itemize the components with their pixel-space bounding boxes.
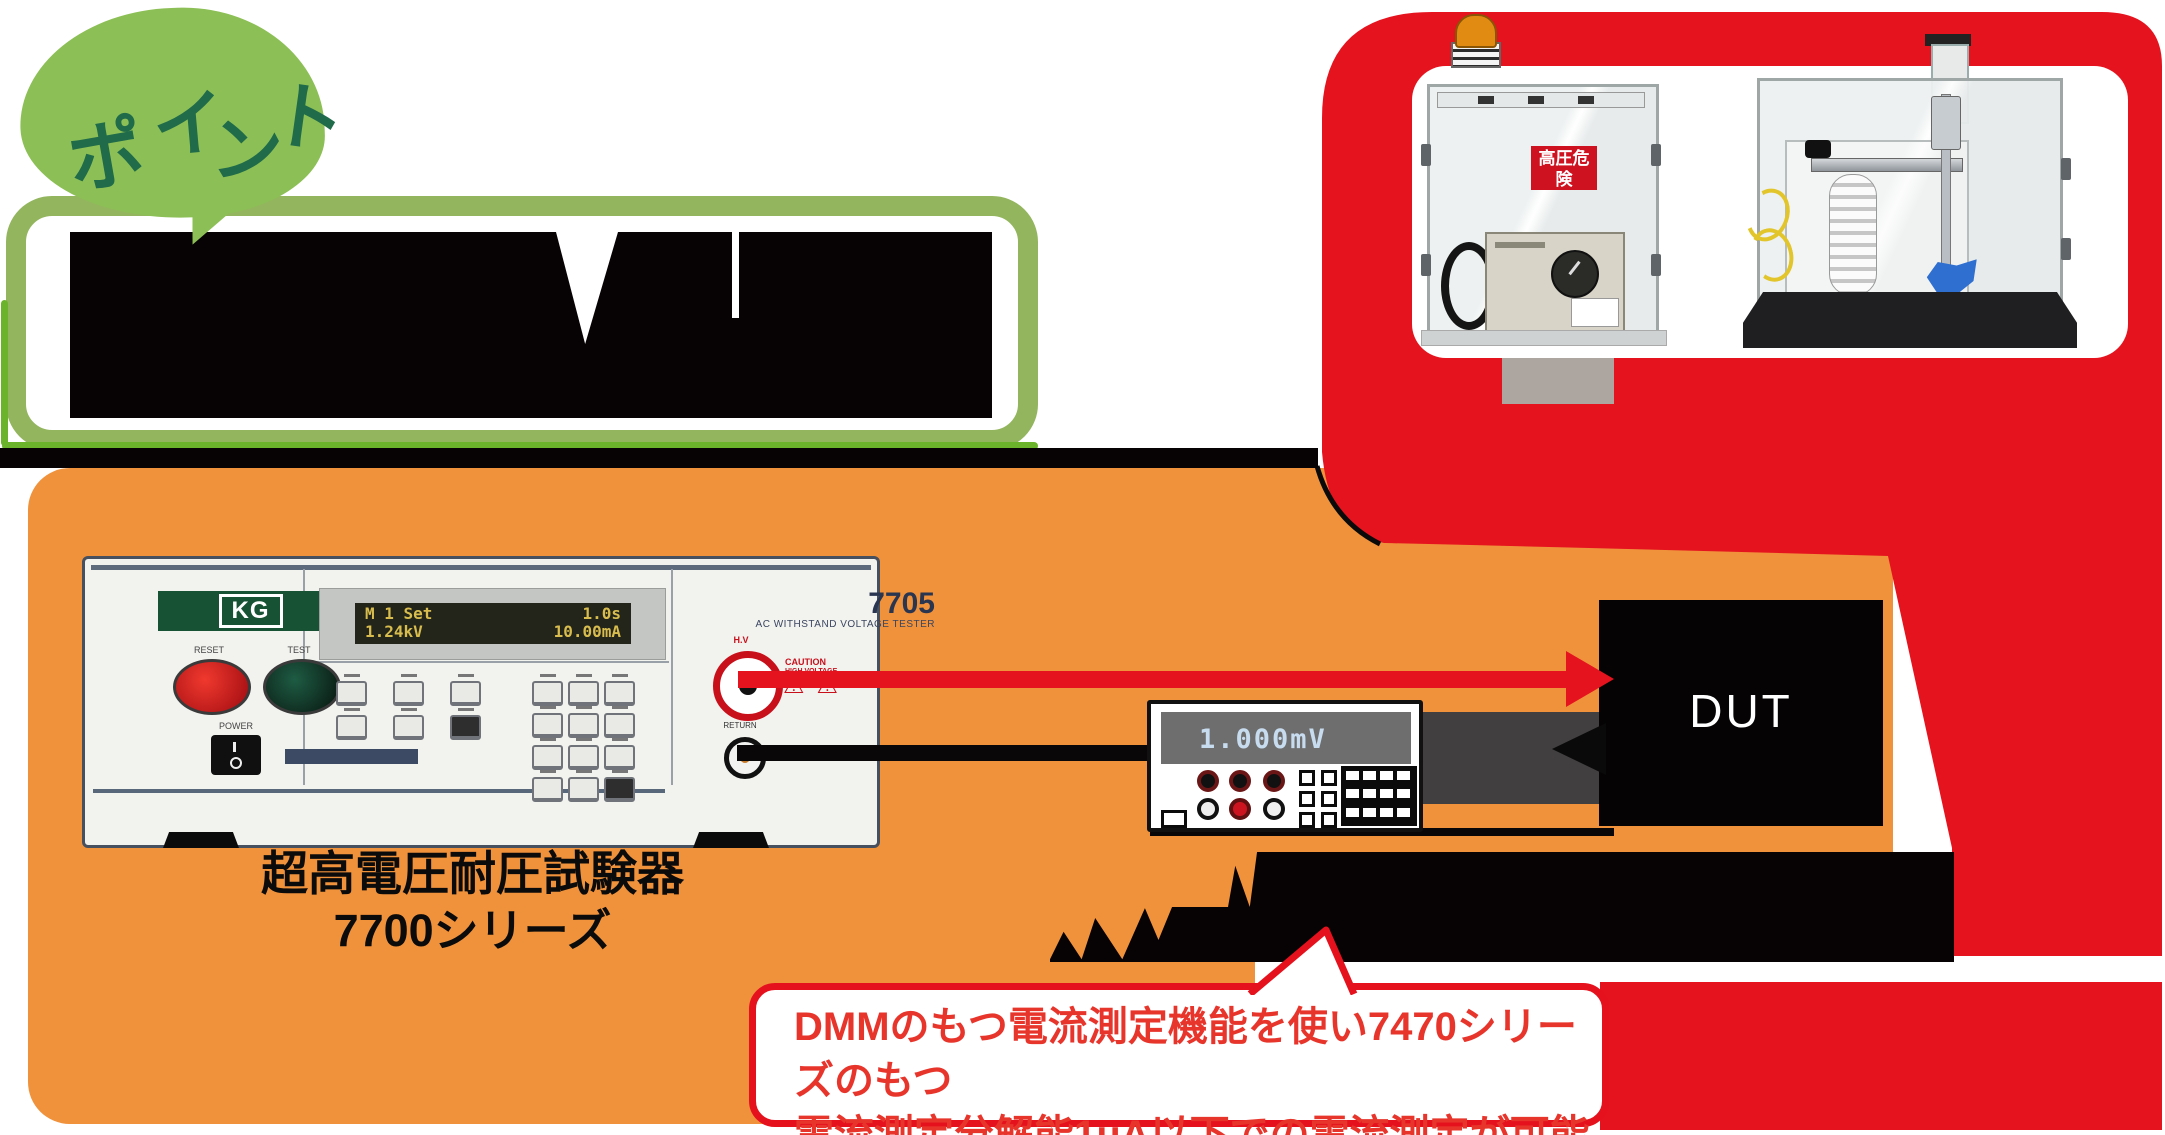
reset-button <box>173 659 251 715</box>
headline-glyph-notch <box>556 232 618 344</box>
power-switch-label: POWER <box>218 721 253 731</box>
dmm-switch <box>1161 810 1187 828</box>
hv-test-lead <box>738 671 1568 688</box>
redacted-note-line1 <box>1228 852 1954 907</box>
bubble-line2: 電流測定分解能1μA以下での電流測定が可能です。 <box>794 1113 1590 1135</box>
acrylic-chamber-photo-left: 高圧危険 <box>1421 14 1667 356</box>
frame-accent-left <box>1 300 8 446</box>
clip-icon <box>1578 96 1594 104</box>
chamber-base-plate <box>1743 292 2077 348</box>
hinge-icon <box>1421 254 1431 276</box>
tester-foot <box>693 832 769 848</box>
corrugated-insulator <box>1829 174 1877 296</box>
return-lead-arrow-icon <box>1552 723 1606 775</box>
lcd-time: 1.0s <box>582 604 621 623</box>
badge-char: ポ <box>61 108 152 206</box>
controller-label-bar <box>1495 242 1545 248</box>
return-test-lead <box>737 745 1147 761</box>
hinge-icon <box>2061 238 2071 260</box>
red-bottom-block <box>1600 982 2162 1130</box>
dut-block: DUT <box>1599 600 1883 826</box>
dut-label: DUT <box>1689 685 1793 737</box>
dmm-terminal <box>1229 798 1251 820</box>
metal-arm <box>1811 158 1963 172</box>
numeric-keypad <box>532 681 635 802</box>
withstand-voltage-tester: KG RESET TEST POWER M 1 Set 1.0s 1.24kV 10… <box>82 556 935 848</box>
clip-icon <box>1528 96 1544 104</box>
dmm-device: 1.000mV <box>1147 700 1423 832</box>
press-head <box>1931 96 1961 150</box>
clip-icon <box>1478 96 1494 104</box>
electrode-rail <box>1437 92 1645 108</box>
model-subtitle: AC WITHSTAND VOLTAGE TESTER <box>755 619 935 630</box>
tester-caption: 超高電圧耐圧試験器 7700シリーズ <box>250 848 695 956</box>
hinge-icon <box>1651 254 1661 276</box>
lcd-bezel: M 1 Set 1.0s 1.24kV 10.00mA <box>319 588 666 660</box>
bubble-line1: DMMのもつ電流測定機能を使い7470シリーズのもつ <box>794 1005 1577 1103</box>
redacted-note-line2 <box>1050 907 1954 962</box>
headline-glyph-gap <box>732 232 739 318</box>
photo-shadow <box>1502 356 1614 404</box>
arm-knob <box>1805 140 1831 158</box>
redacted-subheadline-strip <box>0 448 1318 468</box>
hv-terminal-label: H.V <box>733 635 749 645</box>
lcd-mode: M 1 Set <box>365 604 433 623</box>
kg-logo: KG <box>158 591 343 631</box>
dmm-terminal <box>1197 798 1219 820</box>
spec-sticker <box>1571 298 1619 327</box>
hinge-icon <box>1421 144 1431 166</box>
power-off-mark <box>230 757 242 769</box>
speech-bubble: DMMのもつ電流測定機能を使い7470シリーズのもつ 電流測定分解能1μA以下で… <box>749 983 1609 1135</box>
controller-dial <box>1551 250 1599 298</box>
tester-foot <box>163 832 239 848</box>
panel-divider <box>671 569 673 785</box>
return-terminal-label: RETURN <box>723 721 757 730</box>
dmm-display: 1.000mV <box>1161 712 1411 764</box>
dmm-keypad <box>1341 766 1417 826</box>
controller-unit <box>1485 232 1625 332</box>
model-number: 7705 <box>868 587 935 620</box>
high-voltage-sign: 高圧危険 <box>1531 146 1597 190</box>
lcd-screen: M 1 Set 1.0s 1.24kV 10.00mA <box>355 603 631 644</box>
hinge-icon <box>1651 144 1661 166</box>
chamber-base <box>1421 330 1667 346</box>
dmm-terminal <box>1263 770 1285 792</box>
test-button <box>263 659 341 715</box>
caption-line2: 7700シリーズ <box>333 905 612 956</box>
hv-lead-arrow-icon <box>1566 651 1614 707</box>
panel-lower-line <box>93 789 665 793</box>
panel-divider <box>305 661 669 663</box>
serial-sticker <box>285 749 418 764</box>
dial-needle <box>1568 260 1581 276</box>
connector-shadow-line <box>1150 828 1614 836</box>
test-button-label: TEST <box>287 645 311 655</box>
lcd-voltage: 1.24kV <box>365 622 423 641</box>
panel-bezel-line <box>91 565 871 570</box>
point-badge: ポ イ ン ト <box>16 2 351 224</box>
power-on-mark <box>233 742 236 752</box>
dmm-terminal <box>1197 770 1219 792</box>
dmm-terminal <box>1263 798 1285 820</box>
hinge-icon <box>2061 158 2071 180</box>
frame-accent-bottom <box>2 442 1038 450</box>
speech-bubble-pointer <box>1247 926 1358 995</box>
dmm-function-keys <box>1299 770 1337 828</box>
badge-char: ト <box>265 72 351 165</box>
chimney-cap <box>1925 34 1971 46</box>
dmm-terminal <box>1229 770 1251 792</box>
acrylic-chamber-photo-right <box>1739 34 2077 364</box>
warning-beacon-icon <box>1455 14 1497 48</box>
softkey-group <box>336 681 481 740</box>
reset-button-label: RESET <box>193 645 224 655</box>
redacted-headline-block <box>70 232 992 418</box>
kg-logo-text: KG <box>218 594 283 628</box>
dmm-reading: 1.000mV <box>1199 724 1327 755</box>
caption-line1: 超高電圧耐圧試験器 <box>261 847 684 900</box>
lcd-current: 10.00mA <box>553 622 621 641</box>
power-switch <box>211 735 261 775</box>
